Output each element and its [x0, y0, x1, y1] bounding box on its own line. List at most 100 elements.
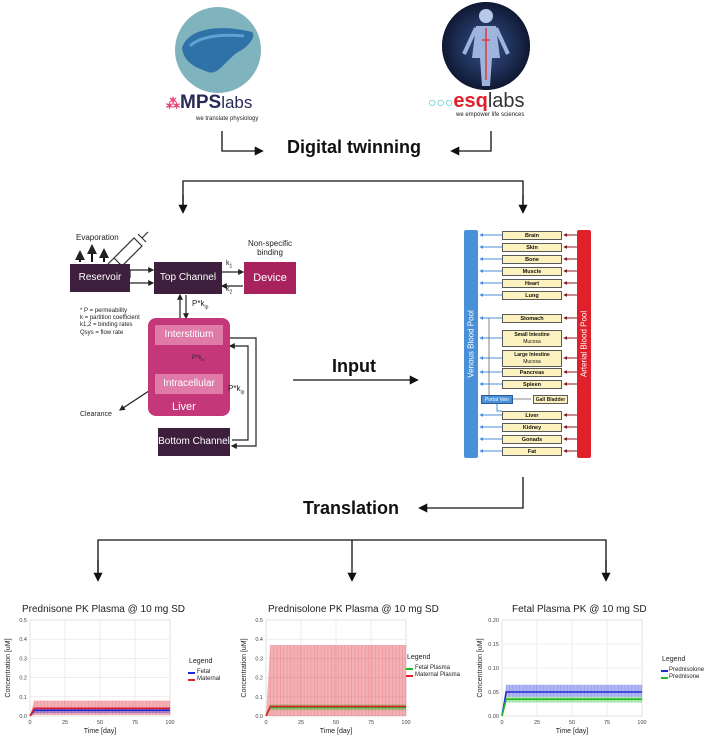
- organ-muscle: Muscle: [502, 267, 562, 276]
- x-tick-label: 100: [165, 720, 174, 726]
- portal-to-liver-line: [496, 404, 502, 412]
- input-heading: Input: [332, 356, 376, 376]
- esq-logo: ○○○esqlabs we empower life sciences: [420, 0, 570, 122]
- venous-blood-pool: Venous Blood Pool: [464, 230, 478, 458]
- top-channel-label: Top Channel: [159, 272, 217, 284]
- interstitium-label: Interstitium: [164, 329, 214, 341]
- intracellular-box: Intracellular: [155, 374, 223, 394]
- legend-swatch: [661, 677, 668, 679]
- note-line: k1,2 = binding rates: [80, 322, 133, 329]
- bottom-channel-box: Bottom Channel: [158, 428, 230, 456]
- organ-skin: Skin: [502, 243, 562, 252]
- chart-title: Prednisolone PK Plasma @ 10 mg SD: [268, 604, 439, 615]
- y-tick-label: 0.3: [255, 656, 263, 662]
- x-tick-label: 50: [97, 720, 103, 726]
- x-tick-label: 0: [500, 720, 503, 726]
- esq-name-suffix: labs: [487, 90, 525, 112]
- series-line: [29, 707, 170, 717]
- x-tick-label: 50: [333, 720, 339, 726]
- arterial-blood-pool: Arterial Blood Pool: [577, 230, 591, 458]
- legend-title: Legend: [189, 658, 213, 665]
- esq-tagline: we empower life sciences: [456, 112, 525, 118]
- note-line: * P = permeability: [80, 308, 128, 314]
- x-tick-label: 75: [604, 720, 610, 726]
- organ-pancreas: Pancreas: [502, 368, 562, 377]
- y-tick-label: 0.20: [488, 618, 499, 624]
- organ-liver: Liver: [502, 411, 562, 420]
- y-tick-label: 0.2: [255, 676, 263, 682]
- series-line: [265, 705, 406, 717]
- y-tick-label: 0.5: [255, 618, 263, 624]
- gall-bladder-box: Gall Bladder: [533, 395, 568, 404]
- bottom-channel-label: Bottom Channel: [158, 436, 230, 448]
- x-axis-label: Time [day]: [320, 728, 352, 735]
- translation-heading: Translation: [303, 498, 400, 518]
- non-specific-binding-label: Non-specific binding: [247, 239, 292, 257]
- evaporation-label: Evaporation: [76, 233, 119, 242]
- x-tick-label: 0: [28, 720, 31, 726]
- organ-brain: Brain: [502, 231, 562, 240]
- y-tick-label: 0.1: [255, 695, 263, 701]
- organ-stomach: Stomach: [502, 314, 562, 323]
- y-axis-label: Concentration [uM]: [477, 638, 484, 697]
- portal-vein-box: Portal Vein: [481, 395, 513, 404]
- x-tick-label: 75: [132, 720, 138, 726]
- digital-twinning-heading: Digital twinning: [287, 137, 421, 157]
- liver-illustration: [175, 7, 261, 93]
- interstitium-box: Interstitium: [155, 325, 223, 345]
- x-tick-label: 0: [264, 720, 267, 726]
- top-channel-box: Top Channel: [154, 262, 222, 294]
- x-axis-label: Time [day]: [84, 728, 116, 735]
- k1-label: k1: [226, 260, 233, 270]
- organ-kidney: Kidney: [502, 423, 562, 432]
- chip-notes: * P = permeability k = partition coeffic…: [80, 308, 140, 337]
- series-line: [501, 698, 642, 717]
- note-line: Qsys = flow rate: [80, 329, 124, 336]
- y-tick-label: 0.1: [19, 695, 27, 701]
- organ-lung: Lung: [502, 291, 562, 300]
- mps-logo: ⁂MPSlabs we translate physiology: [160, 6, 270, 126]
- syringe-icon: [107, 231, 149, 267]
- y-tick-label: 0.05: [488, 690, 499, 696]
- legend-entry: Prednisone: [669, 674, 700, 680]
- x-tick-label: 25: [534, 720, 540, 726]
- series-band: [502, 696, 642, 716]
- series-band: [266, 644, 406, 716]
- reservoir-label: Reservoir: [78, 272, 122, 284]
- intracellular-label: Intracellular: [163, 378, 215, 390]
- clearance-label: Clearance: [80, 411, 112, 418]
- k2-label: k2: [226, 286, 233, 296]
- y-axis-label: Concentration [uM]: [241, 638, 248, 697]
- y-tick-label: 0.15: [488, 642, 499, 648]
- legend-entry: Maternal: [197, 676, 221, 682]
- y-tick-label: 0.0: [255, 714, 263, 720]
- y-tick-label: 0.10: [488, 666, 499, 672]
- organ-bone: Bone: [502, 255, 562, 264]
- legend-entry: Fetal: [197, 669, 211, 675]
- note-line: k = partition coefficient: [80, 315, 140, 322]
- legend-swatch: [406, 675, 413, 677]
- liver-label: Liver: [172, 401, 196, 413]
- human-body-illustration: [442, 2, 530, 90]
- mps-name-suffix: labs: [221, 93, 253, 112]
- y-tick-label: 0.0: [19, 714, 27, 720]
- mps-tagline: we translate physiology: [196, 116, 259, 122]
- legend-swatch: [188, 679, 195, 681]
- x-tick-label: 25: [298, 720, 304, 726]
- chart-prednisolone: Prednisolone PK Plasma @ 10 mg SD 0.0 0.1…: [236, 598, 472, 738]
- legend-entry: Maternal Plasma: [415, 672, 461, 678]
- mps-name: MPS: [180, 92, 222, 113]
- legend-title: Legend: [407, 654, 431, 661]
- x-tick-label: 75: [368, 720, 374, 726]
- x-tick-label: 100: [637, 720, 646, 726]
- esq-name: esq: [453, 90, 488, 112]
- legend-title: Legend: [662, 656, 686, 663]
